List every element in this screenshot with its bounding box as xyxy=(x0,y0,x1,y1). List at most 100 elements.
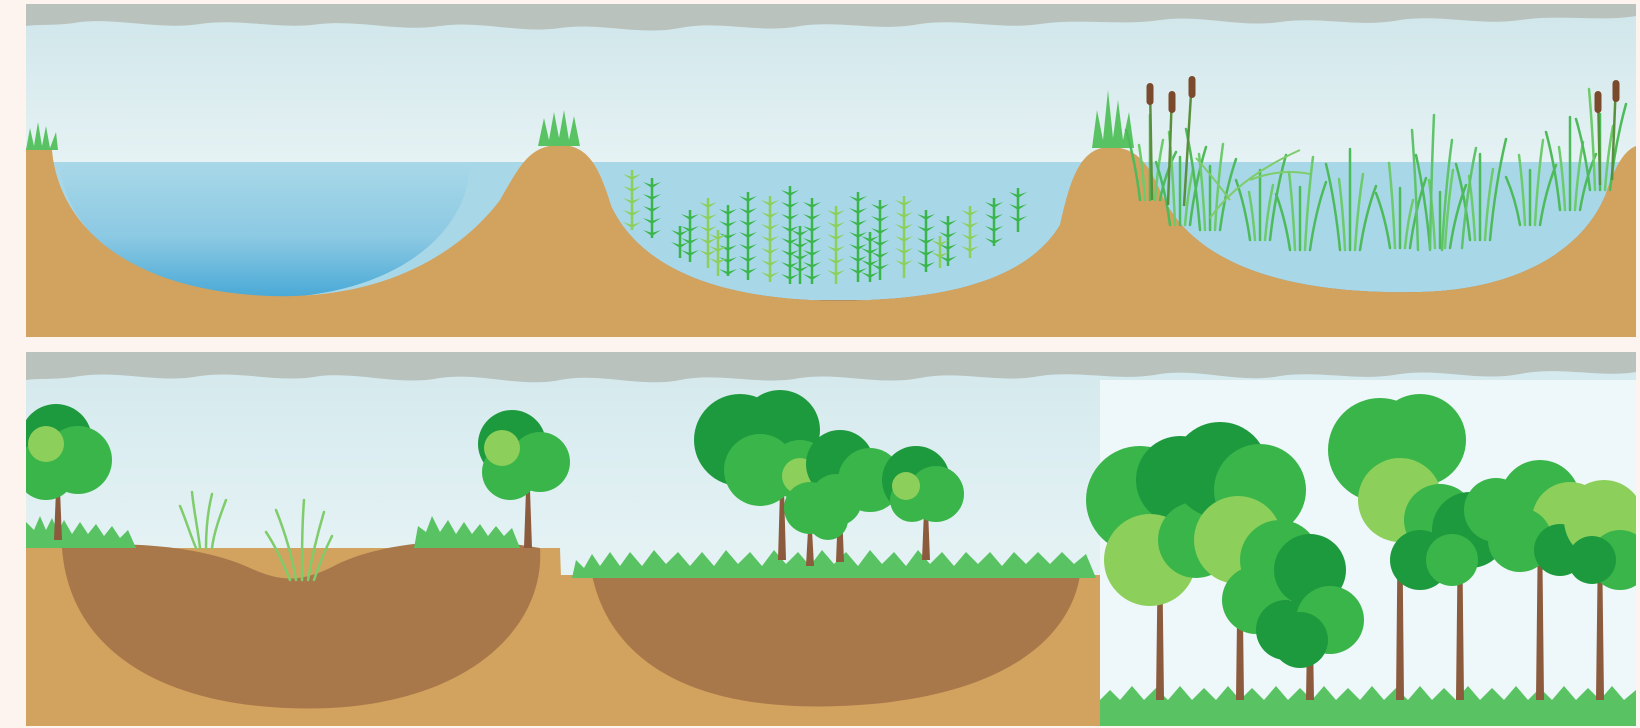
cattail-head xyxy=(1612,80,1620,102)
reed-blade xyxy=(1274,192,1292,252)
marsh-tree-left xyxy=(26,404,112,540)
marsh-grass-left xyxy=(26,516,136,548)
submerged-plant xyxy=(827,206,845,284)
wispy-reed-branches xyxy=(1195,149,1311,219)
submerged-plant xyxy=(623,170,641,230)
reed-blade xyxy=(1533,138,1545,227)
reed-blade xyxy=(1414,153,1432,250)
reed-blade xyxy=(1268,153,1288,242)
top-cloud-band xyxy=(26,4,1636,31)
submerged-plant xyxy=(939,216,957,266)
reed-blade xyxy=(1504,175,1522,227)
marsh-reed-clump-1 xyxy=(178,490,228,550)
submerged-plant xyxy=(761,196,779,282)
crest-grass-left xyxy=(26,122,58,150)
reed-blade xyxy=(1440,138,1454,252)
panel-divider xyxy=(26,337,1636,352)
reed-blade xyxy=(1353,172,1365,252)
marsh-reed-clump-2 xyxy=(264,498,334,582)
reed-blade xyxy=(1124,128,1142,202)
reed-blade xyxy=(1483,167,1495,242)
reed-blade xyxy=(1154,160,1172,227)
submerged-plant xyxy=(671,226,689,258)
tree-trunk xyxy=(778,490,786,560)
tree-trunk xyxy=(54,490,62,540)
reed-blade xyxy=(1574,117,1592,192)
shrub-tree-3 xyxy=(882,446,964,560)
submerged-plant xyxy=(985,198,1003,246)
reed-blade xyxy=(1443,168,1455,250)
submerged-plant xyxy=(931,236,949,268)
submerged-plant xyxy=(699,198,717,268)
reed-blade xyxy=(1454,162,1472,242)
forest-floor-grass xyxy=(1100,686,1636,726)
submerged-plant xyxy=(709,230,727,276)
reed-blade xyxy=(1287,170,1297,252)
reed-blade xyxy=(1587,87,1597,192)
reed-blade xyxy=(1188,145,1208,227)
submerged-aquatic-plants xyxy=(623,170,1027,284)
tree-crown xyxy=(1426,534,1478,586)
reed-blade xyxy=(1303,155,1315,252)
reed-blade xyxy=(1358,184,1378,252)
marsh-stage-sediment xyxy=(62,541,541,709)
shrub-stage-sediment xyxy=(592,575,1080,707)
tree-trunk xyxy=(922,510,930,560)
marsh-tree-right xyxy=(478,410,570,548)
shrub-stage-grass xyxy=(572,550,1096,578)
reed-blade xyxy=(1247,190,1257,242)
cattail-head xyxy=(1594,91,1602,113)
submerged-plant xyxy=(895,196,913,278)
reed-blade xyxy=(1448,183,1468,250)
reed-blade xyxy=(1403,198,1415,250)
reed-blade xyxy=(1137,143,1147,202)
submerged-plant xyxy=(739,192,757,280)
cattail-stem xyxy=(1182,77,1194,207)
marsh-grass-right xyxy=(414,516,520,548)
submerged-plant xyxy=(681,210,699,262)
tree-crown xyxy=(808,500,848,540)
tree-crown xyxy=(28,426,64,462)
tree-crown xyxy=(892,472,920,500)
submerged-plant xyxy=(849,192,867,282)
tree-crown xyxy=(484,430,520,466)
submerged-plant xyxy=(861,232,879,282)
tree-crown xyxy=(1568,536,1616,584)
reed-blade xyxy=(1213,142,1225,232)
bottom-cloud-band xyxy=(26,352,1636,383)
cattail-head xyxy=(1146,83,1154,105)
reed-blade xyxy=(1517,153,1527,227)
submerged-plant xyxy=(791,226,809,284)
cattail-head xyxy=(1188,76,1196,98)
reed-blade xyxy=(1337,177,1347,252)
submerged-plant xyxy=(1009,188,1027,232)
reed-blade xyxy=(1153,138,1165,202)
crest-grass-middle xyxy=(538,110,580,146)
submerged-plant xyxy=(803,198,821,284)
submerged-plant xyxy=(961,206,979,258)
open-pond-water xyxy=(60,162,470,299)
reed-blade xyxy=(1374,191,1392,250)
top-panel xyxy=(26,4,1636,337)
submerged-plant xyxy=(917,210,935,272)
reed-blade xyxy=(1197,152,1207,232)
reed-blade xyxy=(1410,128,1420,252)
reed-blade xyxy=(1408,176,1428,250)
reed-blade xyxy=(1460,146,1478,250)
reed-blade xyxy=(1308,180,1328,252)
forest-tree-7 xyxy=(1564,480,1636,700)
forest-tree-3 xyxy=(1272,534,1364,700)
tree-layer xyxy=(26,390,1636,700)
reed-blade xyxy=(1428,113,1436,252)
cattail-head xyxy=(1168,91,1176,113)
tree-trunk xyxy=(806,530,814,566)
tree-crown xyxy=(1272,612,1328,668)
reed-blade xyxy=(1544,130,1562,212)
submerged-plant xyxy=(643,178,661,238)
reed-blade xyxy=(1387,161,1397,250)
submerged-plant xyxy=(871,200,889,280)
top-soil-profile xyxy=(26,145,1636,337)
reed-blade xyxy=(1234,178,1252,242)
bottom-panel xyxy=(26,352,1636,726)
